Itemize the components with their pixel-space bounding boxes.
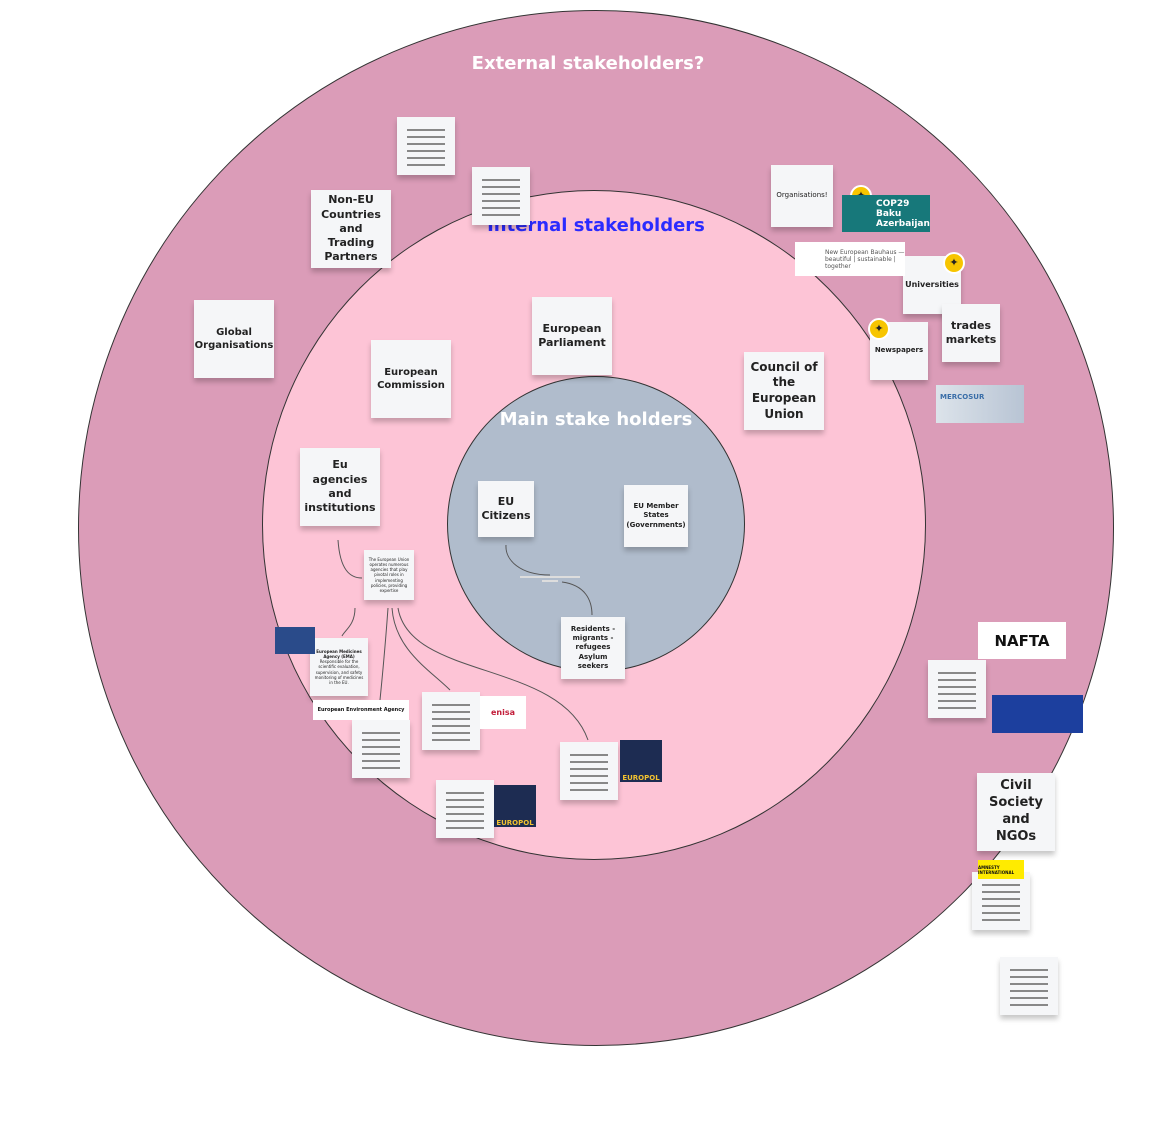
- sticky-european-parliament[interactable]: European Parliament: [532, 297, 612, 375]
- new-european-bauhaus-logo[interactable]: New European Bauhaus — beautiful | susta…: [795, 242, 905, 276]
- ema-title: European Medicines Agency (EMA): [316, 648, 362, 660]
- document-note[interactable]: [397, 117, 455, 175]
- enisa-logo[interactable]: enisa: [480, 696, 526, 729]
- sticky-ema[interactable]: European Medicines Agency (EMA) Responsi…: [310, 638, 368, 696]
- europol-logo[interactable]: EUROPOL: [494, 785, 536, 827]
- internal-stakeholders-title: Internal stakeholders: [487, 215, 705, 236]
- nafta-image[interactable]: NAFTA: [978, 622, 1066, 659]
- sticky-european-commission[interactable]: European Commission: [371, 340, 451, 418]
- connector: [337, 539, 363, 579]
- connector: [505, 544, 551, 576]
- connector: [341, 607, 356, 637]
- connector: [379, 607, 389, 701]
- sticky-civil-society[interactable]: Civil Society and NGOs: [977, 773, 1055, 851]
- document-note[interactable]: [422, 692, 480, 750]
- external-stakeholders-title: External stakeholders?: [471, 53, 705, 74]
- sticky-non-eu-countries[interactable]: Non-EU Countries and Trading Partners: [311, 190, 391, 268]
- main-stakeholders-title: Main stake holders: [499, 409, 693, 430]
- connector: [397, 607, 589, 741]
- cop29-logo[interactable]: COP29 Baku Azerbaijan: [842, 195, 930, 232]
- connector: [561, 581, 593, 616]
- leaders-photo[interactable]: [992, 695, 1083, 733]
- document-note[interactable]: [1000, 957, 1058, 1015]
- document-note[interactable]: [928, 660, 986, 718]
- document-note[interactable]: [972, 872, 1030, 930]
- amnesty-logo[interactable]: AMNESTY INTERNATIONAL: [978, 860, 1024, 879]
- document-note[interactable]: [436, 780, 494, 838]
- sticky-trades-markets[interactable]: trades markets: [942, 304, 1000, 362]
- sticky-agencies-description[interactable]: The European Union operates numerous age…: [364, 550, 414, 600]
- document-note[interactable]: [560, 742, 618, 800]
- european-environment-agency-logo[interactable]: European Environment Agency: [313, 700, 409, 720]
- europol-logo[interactable]: EUROPOL: [620, 740, 662, 782]
- document-note[interactable]: [352, 720, 410, 778]
- connector: [391, 607, 451, 691]
- sticky-eu-agencies[interactable]: Eu agencies and institutions: [300, 448, 380, 526]
- document-note[interactable]: [472, 167, 530, 225]
- lightbulb-icon: ✦: [943, 252, 965, 274]
- ema-description: Responsible for the scientific evaluatio…: [314, 659, 364, 685]
- sticky-global-organisations[interactable]: Global Organisations: [194, 300, 274, 378]
- sticky-organisations[interactable]: Organisations!: [771, 165, 833, 227]
- lightbulb-icon: ✦: [868, 318, 890, 340]
- sticky-council-eu[interactable]: Council of the European Union: [744, 352, 824, 430]
- sticky-eu-member-states[interactable]: EU Member States (Governments): [624, 485, 688, 547]
- sticky-eu-citizens[interactable]: EU Citizens: [478, 481, 534, 537]
- ema-building-photo[interactable]: [275, 627, 315, 654]
- sticky-residents-migrants[interactable]: Residents - migrants - refugees Asylum s…: [561, 617, 625, 679]
- mercosur-image[interactable]: MERCOSUR: [936, 385, 1024, 423]
